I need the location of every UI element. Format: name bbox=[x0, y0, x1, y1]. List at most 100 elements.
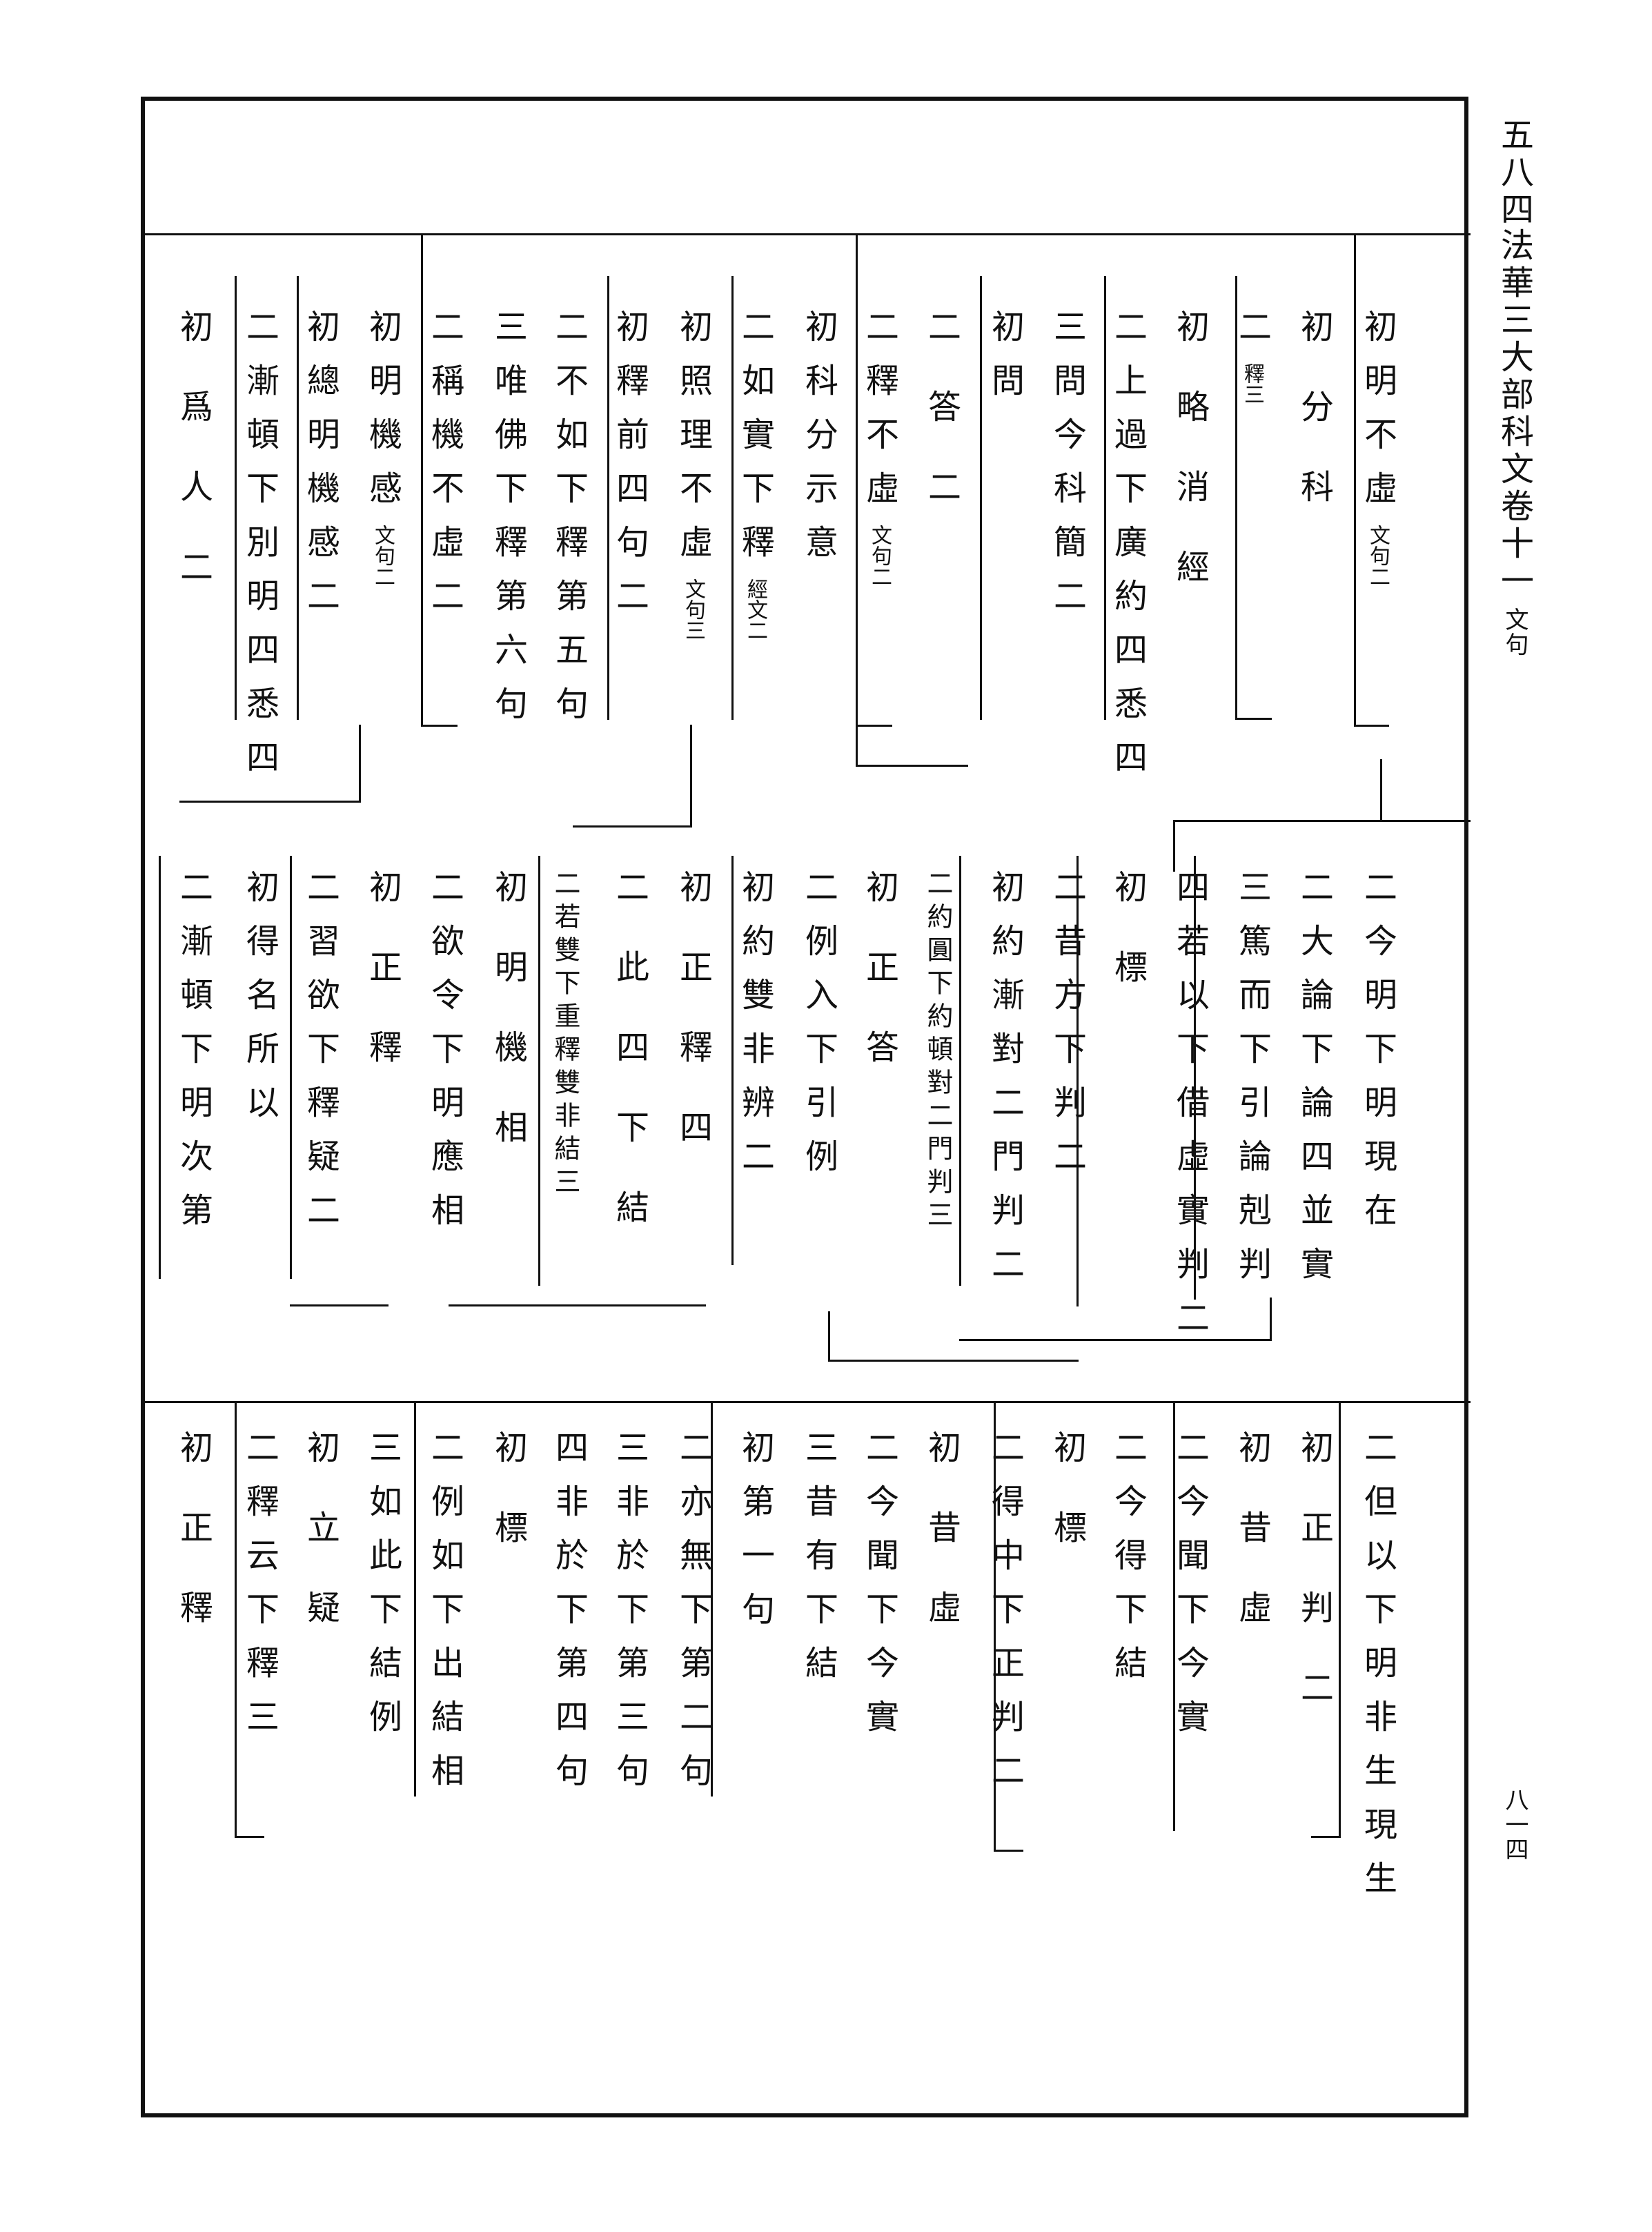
tier1-entry: 初分科 bbox=[1295, 309, 1333, 549]
entry-text: 二上過下廣約四悉四 bbox=[1108, 309, 1147, 794]
book-title: 法華三大部科文卷十一 bbox=[1495, 228, 1533, 600]
bracket-line bbox=[959, 856, 961, 1286]
tier3-entry: 二亦無下第二句 bbox=[673, 1430, 712, 1807]
entry-text: 初釋前四句二 bbox=[610, 309, 649, 632]
page-number-bottom: 八一四 bbox=[1501, 1788, 1528, 1862]
entry-text: 二如實下釋 bbox=[736, 309, 774, 578]
bracket-line bbox=[1354, 233, 1356, 727]
tier2-entry: 二欲令下明應相 bbox=[425, 870, 464, 1246]
bracket-line bbox=[141, 1401, 1471, 1403]
entry-text: 二今聞下今實 bbox=[860, 1430, 898, 1753]
tier1-entry: 初科分示意 bbox=[799, 309, 838, 578]
entry-note: 經文二 bbox=[743, 578, 767, 640]
bracket-line bbox=[141, 233, 1471, 235]
tier2-entry: 二若雙下重釋雙非結三 bbox=[550, 870, 580, 1201]
tier2-entry: 二約圓下約頓對二門判三 bbox=[923, 870, 953, 1234]
entry-text: 二例入下引例 bbox=[799, 870, 838, 1193]
tier2-entry: 二漸頓下明次第 bbox=[174, 870, 213, 1246]
entry-text: 二亦無下第二句 bbox=[673, 1430, 712, 1807]
bracket-line bbox=[994, 1401, 996, 1852]
entry-text: 初標 bbox=[1048, 1430, 1086, 1590]
tier3-entry: 初第一句 bbox=[736, 1430, 774, 1645]
tier2-entry: 二此四下結 bbox=[610, 870, 649, 1270]
tier3-entry: 二今聞下今實 bbox=[1170, 1430, 1209, 1753]
bracket-line bbox=[235, 276, 237, 720]
bracket-line bbox=[421, 233, 423, 727]
entry-text: 四非於下第四句 bbox=[549, 1430, 588, 1807]
tier3-entry: 初標 bbox=[489, 1430, 527, 1590]
bracket-line bbox=[297, 276, 299, 720]
tier3-entry: 初正判二 bbox=[1295, 1430, 1333, 1750]
tier1-entry: 初釋前四句二 bbox=[610, 309, 649, 632]
bracket-line bbox=[179, 801, 361, 803]
entry-text: 三問今科簡二 bbox=[1048, 309, 1086, 632]
entry-text: 二釋不虛 bbox=[860, 309, 898, 525]
entry-note: 釋三 bbox=[1240, 363, 1264, 404]
bracket-line bbox=[731, 856, 734, 1265]
bracket-line bbox=[828, 1311, 830, 1362]
bracket-line bbox=[449, 1304, 706, 1306]
entry-text: 二此四下結 bbox=[610, 870, 649, 1270]
bracket-line bbox=[690, 725, 692, 828]
tier1-entry: 初明機感文句二 bbox=[363, 309, 402, 587]
bracket-line bbox=[856, 765, 968, 767]
bracket-line bbox=[159, 856, 161, 1279]
entry-text: 三唯佛下釋第六句 bbox=[489, 309, 527, 740]
tier2-entry: 三篤而下引論剋判 bbox=[1232, 870, 1271, 1300]
tier3-entry: 二但以下明非生現生 bbox=[1358, 1430, 1397, 1915]
tier2-entry: 初約漸對二門判二 bbox=[985, 870, 1024, 1300]
tier1-entry: 二釋三 bbox=[1232, 309, 1271, 404]
bracket-line bbox=[1311, 1836, 1341, 1838]
tier1-entry: 二稱機不虛二 bbox=[425, 309, 464, 632]
tier2-entry: 初明機相 bbox=[489, 870, 527, 1190]
entry-note: 文句二 bbox=[371, 525, 395, 587]
entry-note: 文句二 bbox=[1366, 525, 1390, 587]
entry-text: 二 bbox=[1232, 309, 1271, 363]
entry-text: 三非於下第三句 bbox=[610, 1430, 649, 1807]
entry-text: 二得中下正判二 bbox=[985, 1430, 1024, 1807]
entry-text: 二約圓下約頓對二門判三 bbox=[923, 870, 953, 1234]
entry-text: 二漸頓下別明四悉四 bbox=[240, 309, 279, 794]
entry-text: 二例如下出結相 bbox=[425, 1430, 464, 1807]
tier2-entry: 初正釋四 bbox=[673, 870, 712, 1190]
tier1-entry: 三唯佛下釋第六句 bbox=[489, 309, 527, 740]
bracket-line bbox=[573, 825, 692, 828]
entry-text: 初爲人二 bbox=[174, 309, 213, 629]
bracket-line bbox=[1076, 856, 1079, 1306]
tier1-entry: 二漸頓下別明四悉四 bbox=[240, 309, 279, 794]
book-title-note: 文句 bbox=[1501, 607, 1528, 657]
entry-text: 初標 bbox=[1108, 870, 1147, 1030]
bracket-line bbox=[1235, 718, 1272, 720]
entry-text: 初正釋 bbox=[363, 870, 402, 1110]
tier1-entry: 二釋不虛文句二 bbox=[860, 309, 898, 587]
entry-text: 二稱機不虛二 bbox=[425, 309, 464, 632]
tier1-entry: 初照理不虛文句三 bbox=[673, 309, 712, 640]
bracket-line bbox=[856, 725, 858, 767]
entry-text: 初略消經 bbox=[1170, 309, 1209, 629]
entry-text: 二但以下明非生現生 bbox=[1358, 1430, 1397, 1915]
entry-text: 初正判二 bbox=[1295, 1430, 1333, 1750]
page-number-top: 五八四 bbox=[1495, 117, 1533, 229]
bracket-line bbox=[828, 1360, 1079, 1362]
tier3-entry: 三昔有下結 bbox=[799, 1430, 838, 1699]
tier3-entry: 二釋云下釋三 bbox=[240, 1430, 279, 1753]
entry-text: 初正釋 bbox=[174, 1430, 213, 1670]
tier3-entry: 二例如下出結相 bbox=[425, 1430, 464, 1807]
entry-text: 三篤而下引論剋判 bbox=[1232, 870, 1271, 1300]
entry-note: 文句三 bbox=[681, 578, 705, 640]
tier3-entry: 二今得下結 bbox=[1108, 1430, 1147, 1699]
entry-text: 初照理不虛 bbox=[673, 309, 712, 578]
tier3-entry: 二得中下正判二 bbox=[985, 1430, 1024, 1807]
tier3-entry: 初昔虛 bbox=[922, 1430, 961, 1670]
entry-text: 初正答 bbox=[860, 870, 898, 1110]
entry-text: 二不如下釋第五句 bbox=[549, 309, 588, 740]
tier2-entry: 初正釋 bbox=[363, 870, 402, 1110]
entry-text: 初昔虛 bbox=[922, 1430, 961, 1670]
bracket-line bbox=[421, 725, 458, 727]
entry-note: 文句二 bbox=[867, 525, 892, 587]
bracket-line bbox=[607, 276, 609, 720]
entry-text: 二習欲下釋疑二 bbox=[301, 870, 340, 1246]
entry-text: 初立疑 bbox=[301, 1430, 340, 1670]
bracket-line bbox=[1194, 856, 1196, 1300]
